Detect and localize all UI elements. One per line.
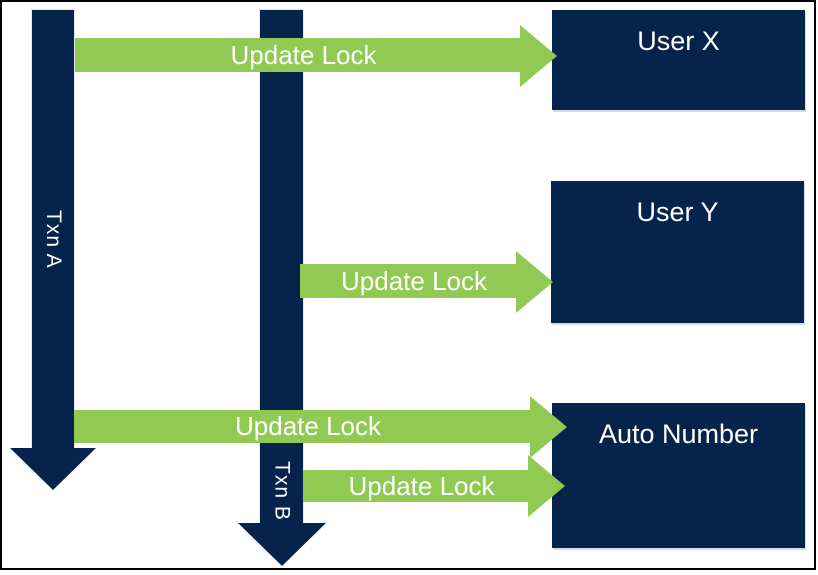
lock-arrowhead-txn-b-to-auto-number-icon bbox=[528, 455, 565, 517]
txn-a-timeline-bar bbox=[32, 10, 74, 448]
resource-box-auto-number: Auto Number bbox=[552, 403, 805, 548]
lock-arrow-txn-b-to-auto-number bbox=[303, 470, 528, 502]
resource-box-user-x: User X bbox=[552, 10, 805, 110]
lock-arrow-txn-b-to-user-y bbox=[300, 264, 516, 298]
txn-b-timeline-bar bbox=[260, 10, 303, 523]
txn-b-label: Txn B bbox=[270, 461, 294, 521]
lock-label-txn-a-to-auto-number: Update Lock bbox=[235, 411, 381, 441]
txn-a-label: Txn A bbox=[42, 209, 65, 269]
resource-label-user-y: User Y bbox=[636, 197, 719, 227]
lock-label-txn-b-to-auto-number: Update Lock bbox=[348, 470, 495, 501]
resource-label-auto-number: Auto Number bbox=[598, 419, 759, 449]
lock-label-txn-a-to-user-x: Update Lock bbox=[230, 39, 377, 70]
lock-arrowhead-txn-b-to-user-y-icon bbox=[516, 251, 553, 313]
txn-a-down-arrowhead-icon bbox=[10, 448, 96, 490]
lock-arrow-txn-a-to-user-x bbox=[75, 38, 520, 72]
txn-b-down-arrowhead-icon bbox=[238, 523, 326, 566]
lock-arrowhead-txn-a-to-auto-number-icon bbox=[530, 396, 567, 458]
lock-arrowhead-txn-a-to-user-x-icon bbox=[520, 25, 557, 87]
lock-arrow-txn-a-to-auto-number bbox=[74, 410, 530, 443]
lock-label-txn-b-to-user-y: Update Lock bbox=[341, 265, 487, 296]
resource-box-user-y: User Y bbox=[551, 181, 804, 323]
resource-label-user-x: User X bbox=[637, 26, 720, 56]
